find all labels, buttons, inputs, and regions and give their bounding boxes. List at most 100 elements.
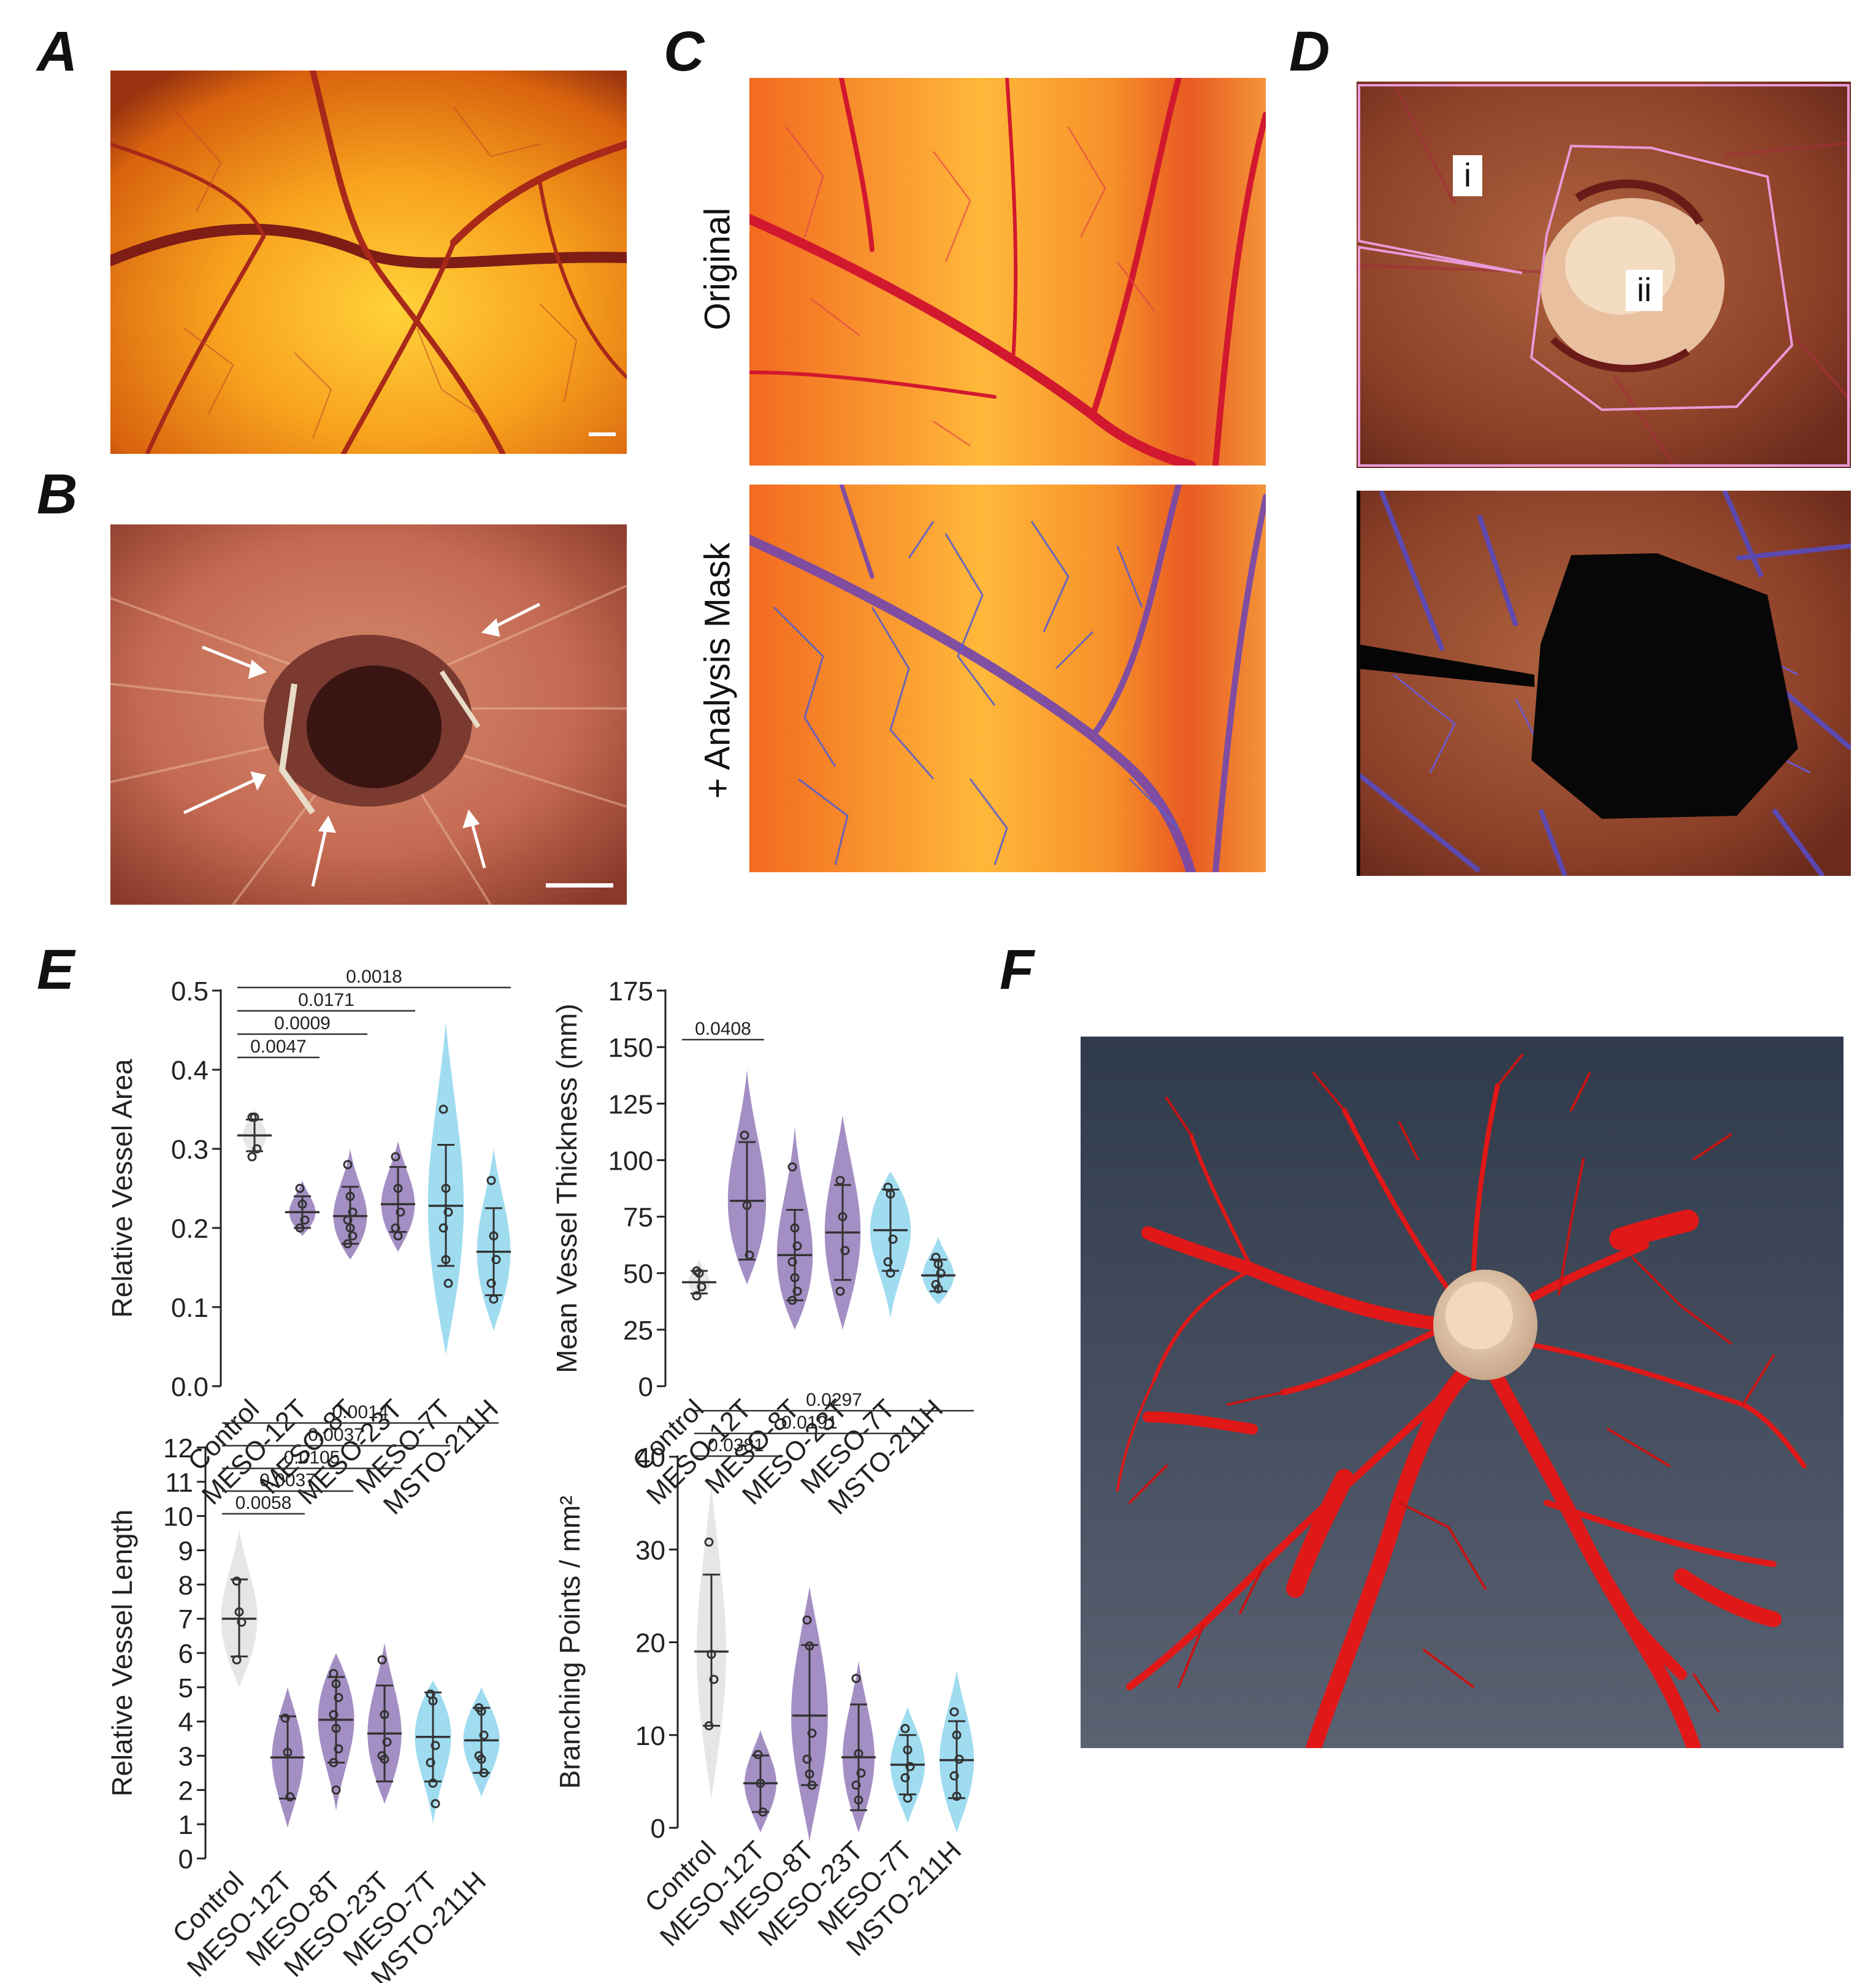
data-point	[949, 1707, 959, 1717]
data-point	[933, 1284, 943, 1294]
data-point	[391, 1152, 400, 1162]
data-point	[954, 1754, 964, 1764]
y-tick-label: 0.4	[171, 1056, 209, 1086]
y-tick-label: 10	[163, 1502, 193, 1532]
panel-letter-d: D	[1289, 20, 1330, 83]
data-point	[300, 1215, 310, 1225]
p-value-label: 0.0297	[806, 1390, 862, 1410]
y-tick-label: 75	[623, 1203, 653, 1233]
cam-photo-roi-mask	[1357, 491, 1851, 876]
p-value-label: 0.0037	[308, 1425, 364, 1445]
p-value-label: 0.0381	[708, 1435, 764, 1456]
data-point	[949, 1771, 959, 1781]
data-point	[234, 1607, 244, 1617]
y-axis-label: Relative Vessel Area	[106, 1059, 138, 1318]
data-point	[237, 1617, 247, 1627]
data-point	[792, 1286, 802, 1296]
panel-letter-e: E	[37, 938, 75, 1001]
data-point	[329, 1758, 339, 1768]
data-point	[952, 1730, 962, 1740]
data-point	[952, 1792, 962, 1801]
data-point	[807, 1780, 817, 1790]
data-point	[329, 1669, 339, 1678]
data-point	[345, 1223, 355, 1233]
p-value-label: 0.0014	[332, 1402, 389, 1422]
data-point	[740, 1130, 749, 1140]
data-point	[851, 1780, 861, 1790]
y-tick-label: 11	[165, 1468, 193, 1498]
data-point	[443, 1207, 453, 1217]
cam-photo-a	[110, 71, 627, 454]
y-tick-label: 100	[608, 1146, 653, 1176]
data-point	[280, 1713, 290, 1723]
label-analysis-mask: + Analysis Mask	[697, 542, 738, 799]
y-tick-label: 125	[608, 1089, 653, 1119]
data-point	[692, 1291, 702, 1301]
data-point	[838, 1212, 848, 1222]
data-point	[491, 1255, 501, 1265]
data-point	[888, 1234, 898, 1244]
y-tick-label: 1	[178, 1810, 193, 1840]
data-point	[250, 1112, 259, 1122]
data-point	[297, 1199, 307, 1209]
y-tick-label: 40	[635, 1443, 665, 1473]
data-point	[331, 1724, 341, 1733]
y-tick-label: 0	[178, 1844, 193, 1874]
y-tick-label: 12	[163, 1433, 193, 1463]
data-point	[295, 1184, 305, 1193]
data-point	[486, 1278, 496, 1288]
data-point	[391, 1223, 400, 1233]
p-value-label: 0.0058	[235, 1493, 292, 1513]
data-point	[489, 1294, 499, 1304]
y-axis-label: Relative Vessel Length	[106, 1509, 138, 1797]
data-point	[348, 1207, 358, 1217]
y-tick-label: 8	[178, 1570, 193, 1600]
data-point	[709, 1674, 719, 1684]
data-point	[905, 1762, 915, 1771]
data-point	[886, 1268, 895, 1278]
cam-photo-roi	[1357, 82, 1851, 468]
y-tick-label: 175	[608, 976, 653, 1007]
data-point	[331, 1679, 341, 1689]
data-point	[802, 1615, 812, 1625]
data-point	[936, 1268, 946, 1278]
data-point	[787, 1257, 797, 1267]
y-axis-label: Branching Points / mm²	[554, 1495, 586, 1789]
data-point	[854, 1795, 863, 1805]
data-point	[438, 1105, 448, 1114]
y-tick-label: 0.2	[171, 1214, 209, 1244]
data-point	[790, 1273, 800, 1283]
data-point	[856, 1768, 866, 1778]
data-point	[343, 1239, 353, 1249]
p-value-label: 0.0047	[250, 1037, 307, 1057]
panel-letter-b: B	[37, 463, 78, 526]
data-point	[787, 1162, 797, 1172]
data-point	[285, 1792, 295, 1801]
panel-letter-f: F	[1000, 938, 1035, 1001]
data-point	[745, 1250, 754, 1260]
data-point	[428, 1778, 438, 1788]
data-point	[377, 1655, 387, 1665]
data-point	[835, 1286, 845, 1296]
y-tick-label: 2	[178, 1776, 193, 1806]
data-point	[438, 1223, 448, 1233]
p-value-label: 0.0191	[781, 1413, 838, 1433]
panel-letter-c: C	[664, 20, 705, 83]
data-point	[441, 1255, 451, 1265]
data-point	[393, 1231, 403, 1241]
p-value-label: 0.0018	[346, 967, 402, 987]
data-point	[805, 1769, 814, 1779]
y-tick-label: 0.5	[171, 976, 209, 1007]
y-tick-label: 0	[638, 1372, 653, 1402]
data-point	[704, 1721, 714, 1731]
data-point	[334, 1693, 343, 1703]
data-point	[756, 1778, 765, 1788]
data-point	[486, 1176, 496, 1186]
data-point	[805, 1641, 814, 1651]
y-tick-label: 0.1	[171, 1293, 209, 1323]
data-point	[431, 1741, 440, 1751]
data-point	[380, 1710, 389, 1719]
data-point	[343, 1215, 353, 1225]
